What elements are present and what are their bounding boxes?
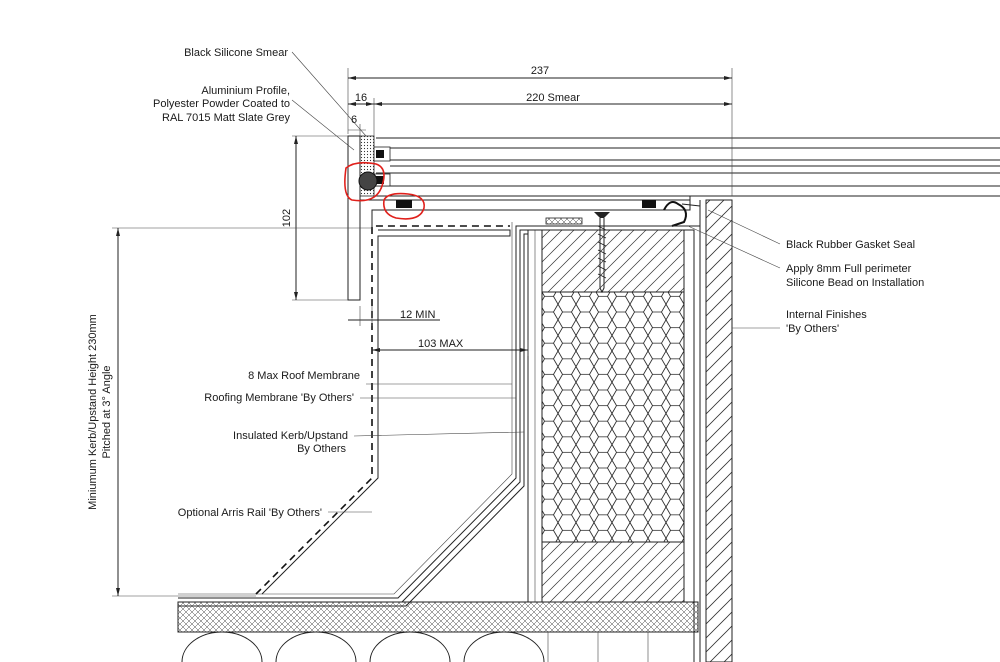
dim-max-gap: 103 MAX — [418, 338, 464, 350]
dimensions — [112, 68, 733, 597]
label-kerb-height-line1: Miniumum Kerb/Upstand Height 230mm — [87, 314, 99, 510]
dim-profile-width: 16 — [355, 92, 367, 104]
label-aluminium-profile-line3: RAL 7015 Matt Slate Grey — [162, 112, 290, 124]
glazing-panels — [376, 137, 1000, 200]
label-roofing-membrane: Roofing Membrane 'By Others' — [204, 392, 354, 404]
arris-rail — [255, 225, 511, 595]
aluminium-profile — [347, 135, 701, 301]
label-roof-membrane: 8 Max Roof Membrane — [248, 370, 360, 382]
red-annotations — [344, 161, 425, 220]
kerb-structure — [527, 199, 733, 662]
label-black-silicone-smear: Black Silicone Smear — [184, 47, 288, 59]
label-silicone-bead-line2: Silicone Bead on Installation — [786, 277, 924, 289]
label-silicone-bead-line1: Apply 8mm Full perimeter — [786, 263, 912, 275]
label-insulated-kerb-line2: By Others — [297, 443, 346, 455]
label-kerb-height-line2: Pitched at 3° Angle — [101, 365, 113, 458]
label-arris-rail: Optional Arris Rail 'By Others' — [178, 507, 322, 519]
label-internal-finishes-line2: 'By Others' — [786, 323, 839, 335]
label-internal-finishes-line1: Internal Finishes — [786, 309, 867, 321]
dim-min-gap: 12 MIN — [400, 309, 436, 321]
dim-small: 6 — [351, 114, 357, 126]
roof-deck — [177, 601, 699, 662]
leader-lines — [291, 51, 781, 513]
dim-overall: 237 — [531, 65, 549, 77]
dim-smear: 220 Smear — [526, 92, 580, 104]
label-insulated-kerb-line1: Insulated Kerb/Upstand — [233, 430, 348, 442]
label-aluminium-profile-line2: Polyester Powder Coated to — [153, 98, 290, 110]
dim-height: 102 — [281, 209, 293, 227]
label-gasket-seal: Black Rubber Gasket Seal — [786, 239, 915, 251]
label-aluminium-profile-line1: Aluminium Profile, — [201, 85, 290, 97]
